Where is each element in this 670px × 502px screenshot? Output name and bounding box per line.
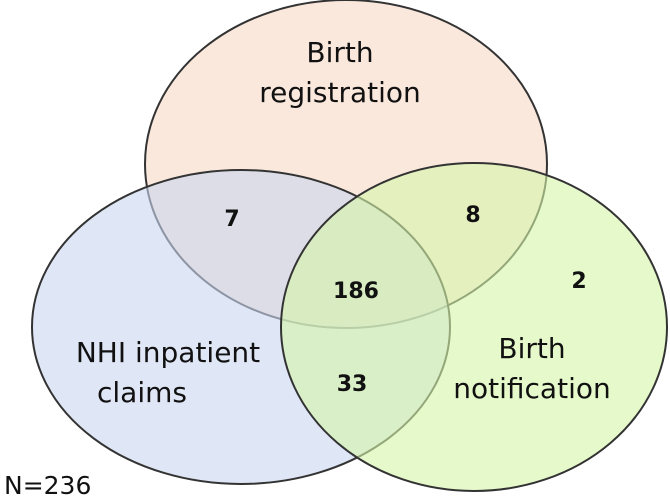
birth-registration-label-line2: registration bbox=[259, 76, 421, 109]
birth-notification-label-line2: notification bbox=[453, 372, 610, 405]
count-all-three: 186 bbox=[333, 279, 379, 304]
count-claims-and-notification: 33 bbox=[337, 372, 368, 397]
count-registration-and-claims: 7 bbox=[224, 207, 239, 232]
count-registration-and-notification: 8 bbox=[465, 203, 480, 228]
count-notification-only: 2 bbox=[571, 269, 586, 294]
birth-notification-circle bbox=[280, 162, 668, 492]
total-count-label: N=236 bbox=[4, 471, 91, 500]
nhi-inpatient-claims-label-line2: claims bbox=[97, 376, 187, 409]
birth-notification-label-line1: Birth bbox=[498, 332, 565, 365]
nhi-inpatient-claims-label-line1: NHI inpatient bbox=[76, 336, 260, 369]
birth-registration-label-line1: Birth bbox=[306, 36, 373, 69]
